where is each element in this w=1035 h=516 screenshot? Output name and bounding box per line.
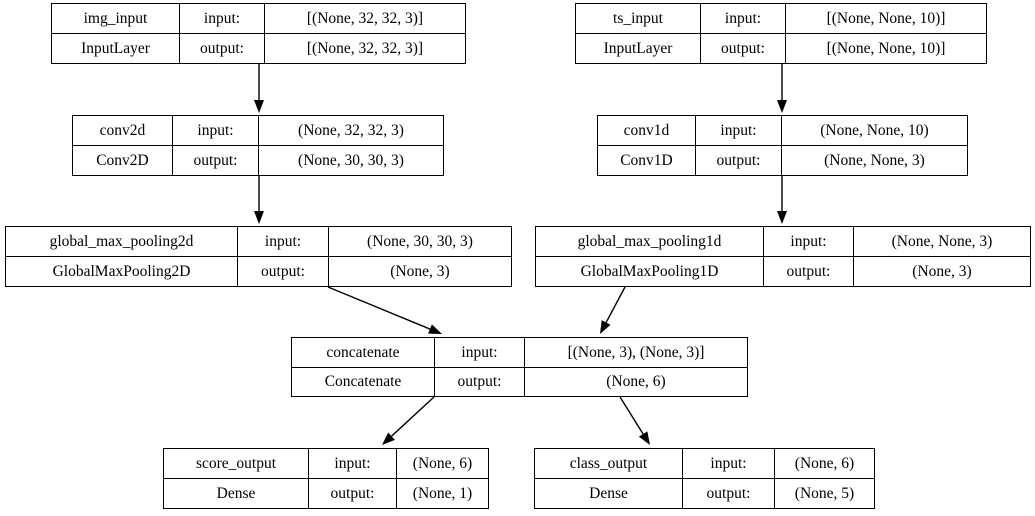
output-label-class_output: output: xyxy=(683,479,775,508)
input-label-concatenate: input: xyxy=(435,338,525,367)
input-shape-ts_input: [(None, None, 10)] xyxy=(826,9,946,27)
layer-type-ts_input: InputLayer xyxy=(576,34,701,63)
layer-type-conv1d: Conv1D xyxy=(598,146,696,175)
output-shape-global_max_pooling2d: (None, 3) xyxy=(390,262,450,280)
output-shape-score_output: (None, 1) xyxy=(412,484,473,502)
output-shape-global_max_pooling1d: (None, 3) xyxy=(912,262,972,280)
input-label-score_output: input: xyxy=(309,449,397,478)
input-shape-concatenate: [(None, 3), (None, 3)] xyxy=(567,343,705,361)
layer-name-class_output: class_output xyxy=(535,449,683,478)
input-label-img_input: input: xyxy=(180,4,265,33)
edge-concatenate-to-score_output xyxy=(382,396,435,445)
input-shape-class_output: (None, 6) xyxy=(794,454,855,472)
output-shape-class_output: (None, 5) xyxy=(794,484,855,502)
input-shape-global_max_pooling1d: (None, None, 3) xyxy=(891,232,993,250)
output-shape-img_input: [(None, 32, 32, 3)] xyxy=(306,39,424,57)
input-label-conv1d: input: xyxy=(696,116,782,145)
layer-type-class_output: Dense xyxy=(535,479,683,508)
output-label-img_input: output: xyxy=(180,34,265,63)
input-shape-global_max_pooling2d: (None, 30, 30, 3) xyxy=(367,232,473,250)
edge-conv1d-to-global_max_pooling1d xyxy=(777,176,787,224)
input-shape-conv1d: (None, None, 10) xyxy=(820,121,929,139)
input-shape-score_output: (None, 6) xyxy=(412,454,473,472)
layer-name-conv2d: conv2d xyxy=(73,116,173,145)
output-label-global_max_pooling1d: output: xyxy=(764,257,854,286)
edge-global_max_pooling2d-to-concatenate xyxy=(327,286,442,334)
layer-name-img_input: img_input xyxy=(52,4,180,33)
output-label-ts_input: output: xyxy=(701,34,786,63)
input-label-ts_input: input: xyxy=(701,4,786,33)
layer-type-conv2d: Conv2D xyxy=(73,146,173,175)
input-label-conv2d: input: xyxy=(173,116,259,145)
output-label-conv2d: output: xyxy=(173,146,259,175)
input-label-global_max_pooling1d: input: xyxy=(764,227,854,256)
layer-name-concatenate: concatenate xyxy=(292,338,435,367)
edge-conv2d-to-global_max_pooling2d xyxy=(254,176,264,224)
output-shape-conv1d: (None, None, 3) xyxy=(824,151,925,169)
input-shape-img_input: [(None, 32, 32, 3)] xyxy=(306,9,424,27)
layer-type-img_input: InputLayer xyxy=(52,34,180,63)
edge-global_max_pooling1d-to-concatenate xyxy=(600,286,626,334)
layer-name-global_max_pooling2d: global_max_pooling2d xyxy=(6,227,238,256)
output-label-conv1d: output: xyxy=(696,146,782,175)
output-shape-concatenate: (None, 6) xyxy=(606,373,666,390)
layer-type-score_output: Dense xyxy=(164,479,309,508)
input-shape-conv2d: (None, 32, 32, 3) xyxy=(298,121,404,139)
output-label-concatenate: output: xyxy=(435,367,525,396)
layer-type-concatenate: Concatenate xyxy=(292,367,435,396)
edge-concatenate-to-class_output xyxy=(619,396,650,445)
layer-type-global_max_pooling1d: GlobalMaxPooling1D xyxy=(536,257,764,286)
output-label-score_output: output: xyxy=(309,479,397,508)
input-label-global_max_pooling2d: input: xyxy=(238,227,329,256)
edge-ts_input-to-conv1d xyxy=(777,64,787,113)
edge-img_input-to-conv2d xyxy=(254,64,264,113)
output-shape-ts_input: [(None, None, 10)] xyxy=(826,39,946,57)
layer-name-score_output: score_output xyxy=(164,449,309,478)
layer-name-global_max_pooling1d: global_max_pooling1d xyxy=(536,227,764,256)
input-label-class_output: input: xyxy=(683,449,775,478)
output-shape-conv2d: (None, 30, 30, 3) xyxy=(298,151,404,169)
layer-type-global_max_pooling2d: GlobalMaxPooling2D xyxy=(6,257,238,286)
layer-name-ts_input: ts_input xyxy=(576,4,701,33)
layer-name-conv1d: conv1d xyxy=(598,116,696,145)
output-label-global_max_pooling2d: output: xyxy=(238,257,329,286)
